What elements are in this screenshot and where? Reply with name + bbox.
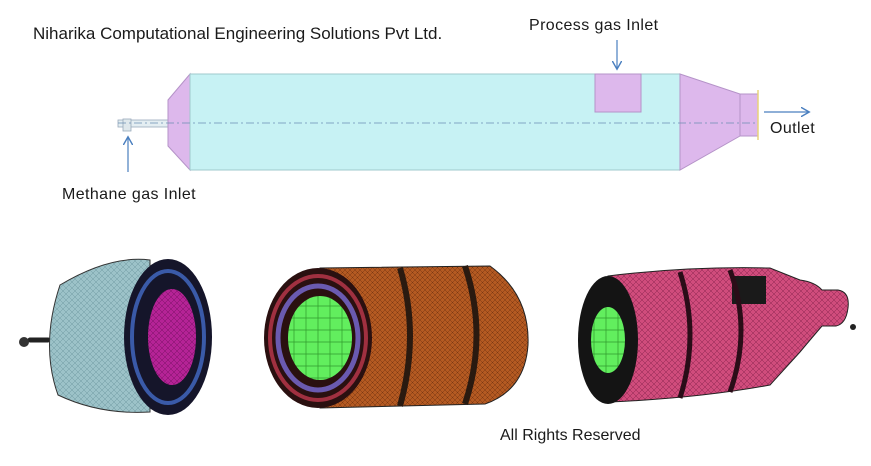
mesh-view-1 [19,258,212,415]
mesh2-annulus-ring [275,283,361,393]
methane-gas-inlet-label: Methane gas Inlet [62,186,196,203]
mesh2-band-1 [397,267,413,407]
mesh-view-3 [578,267,856,404]
vessel-right-cone [679,73,741,171]
company-name: Niharika Computational Engineering Solut… [33,24,443,43]
mesh2-core [288,296,352,380]
rights-reserved-text: All Rights Reserved [500,427,641,444]
methane-inlet-fitting [122,118,132,132]
mesh2-band-2 [462,265,480,405]
vessel-left-cone [167,72,191,172]
mesh-view-2 [264,265,529,409]
mesh1-inlet-end [19,337,29,347]
mesh2-outer-ring [268,274,368,402]
process-gas-inlet-port [594,73,642,113]
mesh3-band-2 [727,269,744,393]
mesh3-band-1 [677,271,693,399]
vessel-schematic [117,40,808,172]
vessel-outlet-stub [739,93,759,137]
outlet-label: Outlet [770,120,816,137]
mesh1-annulus-ring [130,269,206,405]
mesh1-core [148,289,196,385]
mesh1-cylinder-side [48,258,151,413]
mesh3-core [591,307,625,373]
process-gas-inlet-label: Process gas Inlet [529,17,659,34]
mesh3-outlet-nub [850,324,856,330]
mesh3-vessel-side [607,267,849,403]
